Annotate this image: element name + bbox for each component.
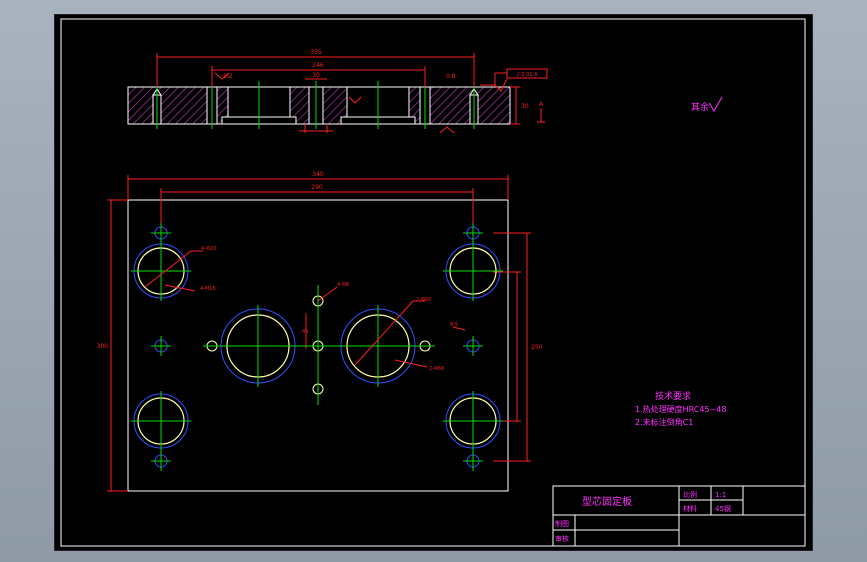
pin-label: 4-Φ8: [337, 282, 349, 288]
dim-height-total-text: 300: [97, 343, 109, 350]
datum-text: A: [539, 101, 544, 108]
bore-label-1: 2-Φ60: [416, 297, 431, 303]
drawing-border: [60, 18, 806, 547]
hole-label-1: 4-Φ20: [201, 246, 216, 252]
center-dim-text: 40: [302, 329, 308, 335]
dim-height-holes-text: 250: [531, 344, 543, 351]
bore-label-2: 2-Φ66: [429, 366, 444, 372]
tech-req-item-2: 2.未标注倒角C1: [635, 417, 693, 427]
plan-dimensions: [107, 175, 531, 492]
dim-inner-text: 246: [312, 62, 324, 69]
tech-req-item-1: 1.热处理硬度HRC45~48: [635, 404, 726, 414]
technical-requirements: 技术要求 1.热处理硬度HRC45~48 2.未标注倒角C1: [635, 390, 726, 427]
scale-value: 1:1: [715, 491, 726, 499]
plan-leaders: [144, 250, 466, 368]
plan-centerlines: [131, 223, 503, 471]
surface-finish-note: 其余: [691, 101, 709, 113]
drawn-label: 制图: [555, 519, 569, 528]
tolerance-frame-text: // 0.01 A: [516, 72, 538, 78]
cad-drawing: 335 246 30 30 3.2 0.8 // 0.01 A A 其余: [60, 18, 806, 547]
cad-viewport[interactable]: 335 246 30 30 3.2 0.8 // 0.01 A A 其余: [54, 14, 813, 551]
dim-height-text: 30: [521, 103, 529, 110]
small-label: 8.5: [450, 322, 458, 328]
plan-view: 340 290 300 250: [97, 171, 543, 492]
title-block: [552, 485, 806, 547]
tech-req-title: 技术要求: [655, 390, 691, 402]
roughness-left-text: 3.2: [223, 73, 233, 80]
plate-outline: [127, 199, 509, 492]
roughness-right-text: 0.8: [446, 73, 456, 80]
dim-overall-text: 335: [310, 49, 322, 56]
dim-width-total-text: 340: [312, 171, 324, 178]
material-label: 材料: [683, 504, 697, 513]
dim-center-text: 30: [312, 72, 320, 79]
section-centerlines: [156, 81, 475, 129]
scale-label: 比例: [683, 490, 697, 499]
section-dimensions: [156, 53, 520, 134]
checked-label: 审核: [555, 534, 569, 543]
part-name: 型芯固定板: [582, 495, 632, 508]
material-value: 45钢: [715, 504, 731, 513]
dim-width-holes-text: 290: [311, 184, 323, 191]
hole-label-2: 4-M16: [200, 286, 216, 292]
section-view: 335 246 30 30 3.2 0.8 // 0.01 A A: [127, 49, 548, 134]
surface-finish-symbol: [708, 96, 723, 112]
